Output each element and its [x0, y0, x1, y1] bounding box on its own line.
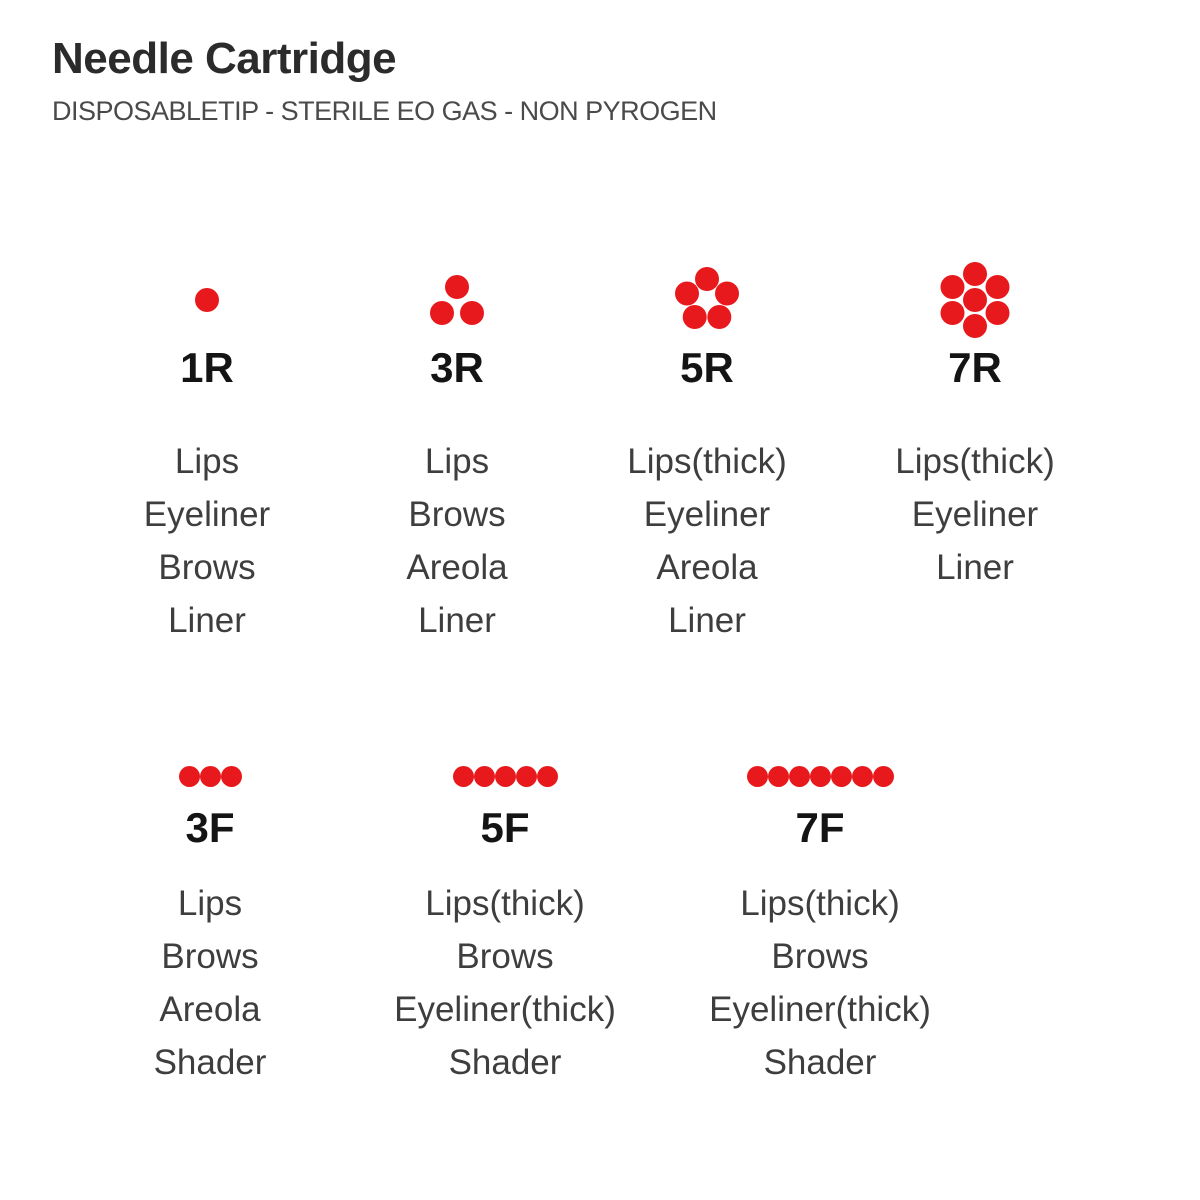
- dot-pattern-7r: [825, 252, 1125, 347]
- use-item: Lips(thick): [740, 884, 900, 923]
- dot-pattern-3f: [60, 745, 360, 807]
- needle-code-label: 1R: [180, 344, 234, 391]
- needle-code-label: 3R: [430, 344, 484, 391]
- use-item: Areola: [406, 548, 508, 587]
- dot-pattern-3r: [307, 252, 607, 347]
- use-item: Liner: [668, 601, 746, 640]
- use-item: Liner: [168, 601, 246, 640]
- use-item: Shader: [448, 1043, 562, 1082]
- needle-code-label: 7R: [948, 344, 1002, 391]
- needle-dots-icon: [178, 765, 242, 787]
- needle-dots-icon: [195, 287, 219, 312]
- use-item: Lips(thick): [627, 442, 787, 481]
- needle-dots-icon: [430, 274, 484, 325]
- dot-pattern-5r: [557, 252, 857, 347]
- needle-dots-icon: [452, 765, 558, 787]
- page-subtitle: DISPOSABLETIP - STERILE EO GAS - NON PYR…: [52, 96, 717, 127]
- needle-dots-icon: [746, 765, 894, 787]
- use-item: Brows: [158, 548, 256, 587]
- use-item: Eyeliner: [643, 495, 771, 534]
- dot-pattern-7f: [670, 745, 970, 807]
- use-item: Lips: [174, 442, 240, 481]
- use-item: Brows: [456, 937, 554, 976]
- use-item: Shader: [763, 1043, 877, 1082]
- use-item: Areola: [159, 990, 261, 1029]
- use-item: Lips(thick): [425, 884, 585, 923]
- page-title: Needle Cartridge: [52, 34, 397, 83]
- use-item: Lips: [424, 442, 490, 481]
- use-item: Brows: [161, 937, 259, 976]
- use-item: Lips: [177, 884, 243, 923]
- use-item: Eyeliner(thick): [709, 990, 931, 1029]
- use-item: Brows: [408, 495, 506, 534]
- dot-pattern-1r: [57, 252, 357, 347]
- header: Needle Cartridge DISPOSABLETIP - STERILE…: [52, 34, 1152, 127]
- needle-code-label: 3F: [185, 804, 235, 851]
- needle-code-label: 5R: [680, 344, 734, 391]
- dot-pattern-5f: [355, 745, 655, 807]
- use-item: Eyeliner(thick): [394, 990, 616, 1029]
- use-item: Lips(thick): [895, 442, 1055, 481]
- needle-code-label: 7F: [795, 804, 845, 851]
- use-item: Eyeliner: [911, 495, 1039, 534]
- use-item: Liner: [936, 548, 1014, 587]
- use-item: Eyeliner: [143, 495, 271, 534]
- needle-dots-icon: [675, 266, 739, 329]
- use-item: Liner: [418, 601, 496, 640]
- needle-dots-icon: [940, 261, 1010, 338]
- use-item: Shader: [153, 1043, 267, 1082]
- needle-code-label: 5F: [480, 804, 530, 851]
- use-item: Areola: [656, 548, 758, 587]
- use-item: Brows: [771, 937, 869, 976]
